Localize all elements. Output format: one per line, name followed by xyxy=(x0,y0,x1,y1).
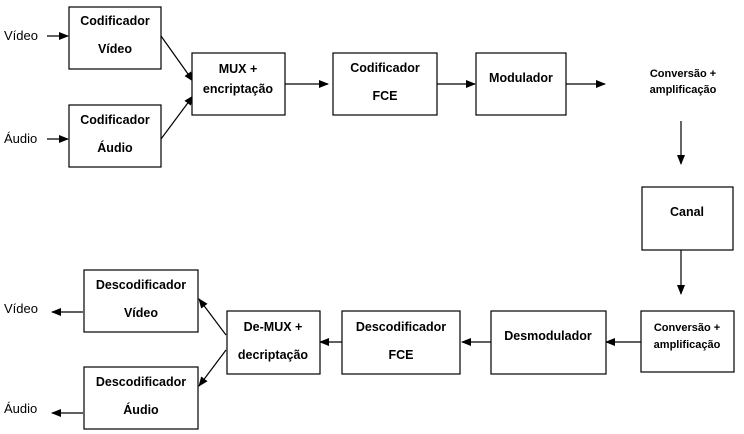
conversao-top-line2: amplificação xyxy=(650,84,717,96)
canal-block: Canal xyxy=(641,186,734,251)
codificador-fce-block: Codificador FCE xyxy=(332,52,438,116)
desmodulador-block: Desmodulador xyxy=(490,310,607,375)
codificador-audio-line1: Codificador xyxy=(80,113,150,127)
mux-line1: MUX + xyxy=(219,62,258,76)
edge-demux-decodvideo xyxy=(198,298,227,336)
descodificador-video-line2: Vídeo xyxy=(124,306,158,320)
descodificador-video-line1: Descodificador xyxy=(96,278,186,292)
conversao-bottom-line2: amplificação xyxy=(654,339,721,351)
descodificador-audio-line1: Descodificador xyxy=(96,375,186,389)
descodificador-audio-line2: Áudio xyxy=(123,402,159,417)
codificador-video-line1: Codificador xyxy=(80,14,150,28)
mux-encriptacao-block: MUX + encriptação xyxy=(191,52,286,116)
edge-codvideo-mux xyxy=(160,35,194,82)
output-audio-label: Áudio xyxy=(4,401,37,416)
modulador-label: Modulador xyxy=(489,71,553,85)
descodificador-fce-line1: Descodificador xyxy=(356,320,446,334)
mux-line2: encriptação xyxy=(203,82,274,96)
demux-line1: De-MUX + xyxy=(244,320,303,334)
codificador-video-block: Codificador Vídeo xyxy=(68,6,162,70)
output-video-label: Vídeo xyxy=(4,301,38,316)
descodificador-video-block: Descodificador Vídeo xyxy=(83,269,199,333)
descodificador-fce-block: Descodificador FCE xyxy=(341,310,461,375)
codificador-video-line2: Vídeo xyxy=(98,42,132,56)
codificador-audio-line2: Áudio xyxy=(97,140,133,155)
demux-line2: decriptação xyxy=(238,348,309,362)
edge-demux-decodaudio xyxy=(198,349,227,387)
conversao-amplificacao-bottom-block: Conversão + amplificação xyxy=(640,310,735,373)
edges xyxy=(47,32,685,417)
modulador-block: Modulador xyxy=(475,52,567,116)
descodificador-fce-line2: FCE xyxy=(389,348,414,362)
demux-decriptacao-block: De-MUX + decriptação xyxy=(226,310,321,375)
codificador-fce-line1: Codificador xyxy=(350,61,420,75)
conversao-amplificacao-top-block: Conversão + amplificação xyxy=(641,53,726,121)
conversao-bottom-line1: Conversão + xyxy=(654,322,720,334)
input-audio-label: Áudio xyxy=(4,131,37,146)
edge-codaudio-mux xyxy=(160,95,194,140)
desmodulador-label: Desmodulador xyxy=(504,329,592,343)
input-video-label: Vídeo xyxy=(4,28,38,43)
conversao-top-line1: Conversão + xyxy=(650,68,716,80)
descodificador-audio-block: Descodificador Áudio xyxy=(83,366,199,430)
codificador-fce-line2: FCE xyxy=(373,89,398,103)
canal-label: Canal xyxy=(670,205,704,219)
codificador-audio-block: Codificador Áudio xyxy=(68,104,162,168)
